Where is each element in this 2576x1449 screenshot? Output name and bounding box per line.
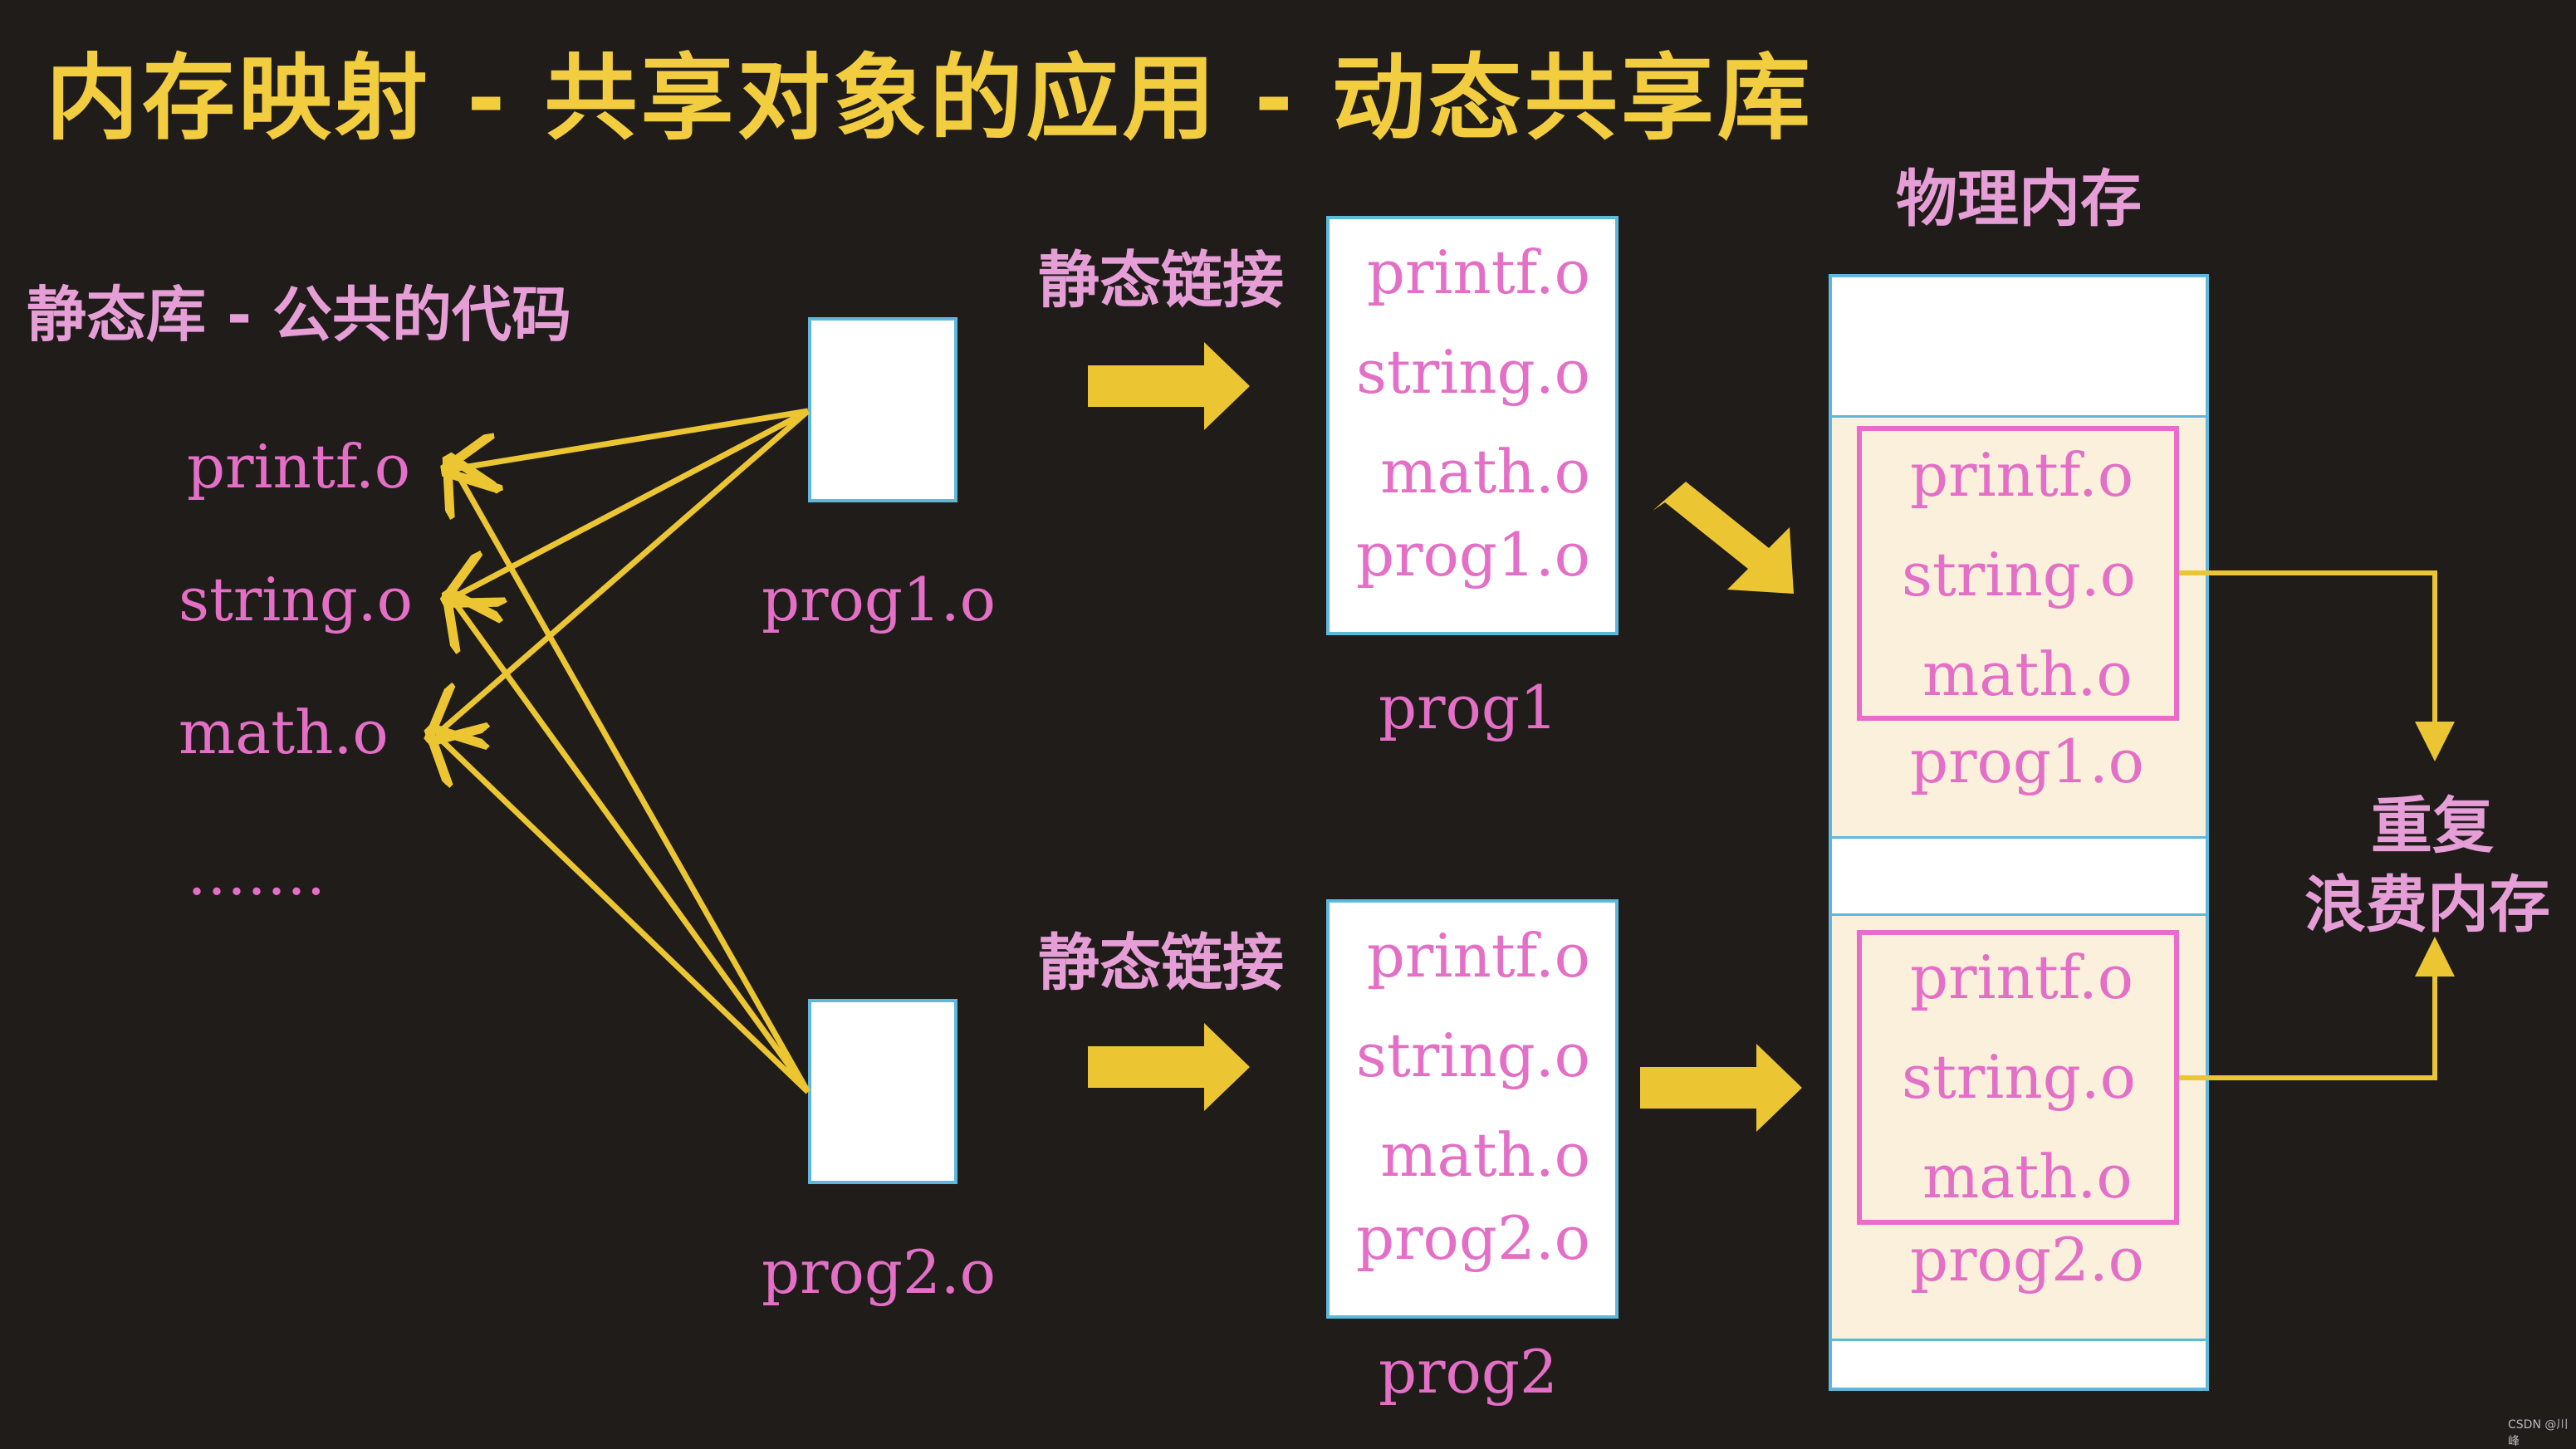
duplicate-note-line2: 浪费内存 [2304,869,2550,941]
prog1-executable-box: printf.o string.o math.o prog1.o [1326,216,1619,635]
prog2-object-label: prog2.o [762,1237,996,1307]
prog2-exe-string: string.o [1355,1021,1590,1090]
static-lib-label: 静态库 - 公共的代码 [27,280,572,350]
mem2-math: math.o [1922,1142,2133,1212]
static-link-label-2: 静态链接 [1038,928,1284,999]
duplicate-note-line1: 重复 [2371,791,2494,862]
mem1-math: math.o [1922,639,2133,709]
prog1-exe-prog1: prog1.o [1356,520,1590,590]
mem2-prog2: prog2.o [1910,1225,2144,1295]
prog1-dependency-arrows [436,408,811,735]
prog2-exe-printf: printf.o [1366,921,1590,991]
lib-item-printf: printf.o [187,432,411,502]
mem1-string: string.o [1902,540,2137,609]
mem1-printf: printf.o [1910,440,2134,510]
prog2-exe-math: math.o [1380,1120,1590,1190]
prog2-dependency-arrows [436,465,811,1094]
lib-item-ellipsis: ……. [187,839,326,908]
memory-segment-prog2 [1832,913,2206,1341]
prog1-object-box [808,317,957,502]
static-link-arrows [1088,342,1802,1132]
static-link-label-1: 静态链接 [1038,245,1284,316]
prog1-exe-string: string.o [1355,337,1590,407]
prog1-exe-printf: printf.o [1366,237,1590,307]
prog1-exe-math: math.o [1380,437,1590,507]
mem1-prog1: prog1.o [1910,727,2144,796]
mem2-string: string.o [1902,1042,2137,1112]
prog1-object-label: prog1.o [762,565,996,634]
prog2-executable-name: prog2 [1379,1337,1558,1407]
memory-shared-block-2 [1857,930,2179,1225]
memory-segment-prog1 [1832,415,2206,839]
physical-memory-label: 物理内存 [1896,164,2142,235]
lib-item-math: math.o [179,698,389,767]
page-title: 内存映射 - 共享对象的应用 - 动态共享库 [46,45,1814,153]
duplicate-pointer-lines [2179,570,2455,1080]
lib-item-string: string.o [179,565,414,634]
prog2-object-box [808,999,957,1184]
prog2-executable-box: printf.o string.o math.o prog2.o [1326,899,1619,1319]
memory-shared-block-1 [1857,426,2179,721]
prog2-exe-prog2: prog2.o [1356,1203,1590,1273]
mem2-printf: printf.o [1910,942,2134,1012]
prog1-executable-name: prog1 [1379,673,1558,742]
